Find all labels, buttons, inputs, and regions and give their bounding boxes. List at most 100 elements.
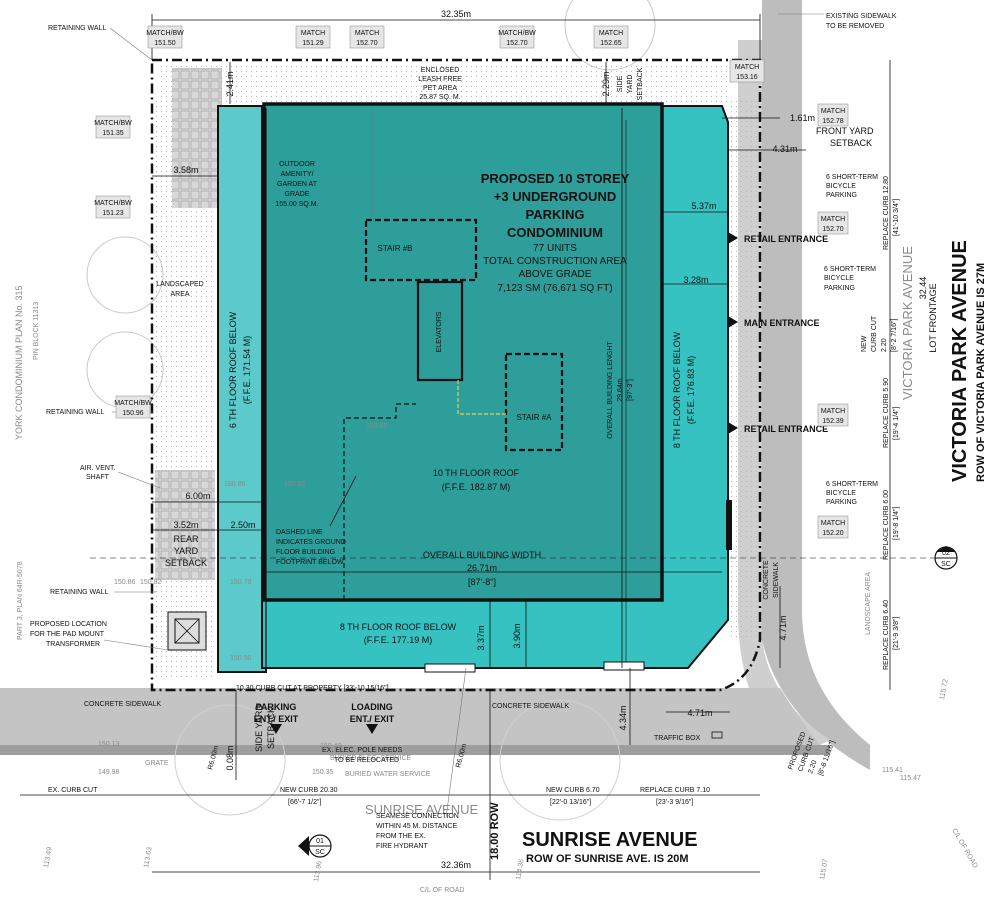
roof-8th-south-1: 8 TH FLOOR ROOF BELOW (340, 622, 457, 632)
bike-2b: BICYCLE (824, 275, 854, 282)
replace-curb-1280: REPLACE CURB 12.80 (883, 176, 890, 250)
prop-curb-3: 2.20 (807, 759, 818, 774)
match-10: MATCH (821, 216, 845, 223)
rear-setback-2: YARD (174, 546, 199, 556)
bike-1c: PARKING (826, 192, 857, 199)
main-entrance: MAIN ENTRANCE (744, 318, 820, 328)
roof-10th-label-1: 10 TH FLOOR ROOF (433, 468, 520, 478)
amenity-2: AMENITY/ (280, 171, 313, 178)
roof-6th-1: 6 TH FLOOR ROOF BELOW (228, 311, 238, 428)
victoria-sidewalk (762, 0, 870, 770)
match-7: MATCH/BW (94, 120, 132, 127)
cl-road-1: C/L OF ROAD (420, 887, 464, 894)
new-curb-670: NEW CURB 6.70 (546, 787, 600, 794)
building-area-3: 7,123 SM (76,671 SQ FT) (497, 283, 612, 294)
replace-curb-710-ft: [23'-3 9/16"] (656, 799, 693, 806)
stair-a (504, 352, 564, 452)
dim-537: 5.37m (691, 201, 716, 211)
match-5-value: 152.65 (600, 40, 622, 47)
replace-curb-1280-ft: [41'-10 3/4"] (893, 199, 900, 236)
elev-19: 115.72 (939, 678, 950, 700)
match-5: MATCH (599, 30, 623, 37)
bike-1a: 6 SHORT-TERM (826, 174, 878, 181)
existing-sidewalk-1: EXISTING SIDEWALK (826, 13, 897, 20)
lot-frontage-2: LOT FRONTAGE (928, 283, 938, 352)
sunrise-road (0, 755, 830, 901)
air-vent-1: AIR. VENT. (80, 465, 115, 472)
lot-frontage-1: 32.44 (918, 277, 928, 300)
traffic-box: TRAFFIC BOX (654, 735, 701, 742)
dim-358: 3.58m (173, 165, 198, 175)
elev-4: 150.86 (114, 579, 136, 586)
air-vent-2: SHAFT (86, 474, 110, 481)
amenity-1: OUTDOOR (279, 161, 315, 168)
new-curb-220-1: NEW (861, 335, 868, 352)
grid-marker-02: 02 (942, 550, 950, 557)
match-13-value: 150.96 (122, 410, 144, 417)
concrete-sidewalk-4: SIDEWALK (773, 562, 780, 598)
length-value: 29.64m (617, 378, 624, 402)
dashed-note-4: FOOTPRINT BELOW (276, 559, 344, 566)
roof-8th-east-1: 8 TH FLOOR ROOF BELOW (672, 331, 682, 448)
replace-curb-590-ft: [19'-4 1/4"] (893, 407, 900, 440)
replace-curb-600: REPLACE CURB 6.00 (883, 490, 890, 560)
landscape-area-label: LANDSCAPE AREA (865, 572, 872, 635)
concrete-sidewalk-2: CONCRETE SIDEWALK (492, 703, 569, 710)
plan-ref-1: YORK CONDOMINIUM PLAN No. 315 (14, 285, 24, 440)
retail-entrance-1: RETAIL ENTRANCE (744, 234, 828, 244)
match-8: MATCH/BW (94, 200, 132, 207)
dim-328: 3.28m (683, 275, 708, 285)
rear-setback-1: REAR (173, 534, 199, 544)
elevators-label: ELEVATORS (436, 311, 443, 352)
paver-area (172, 68, 222, 208)
match-11: MATCH (821, 408, 845, 415)
new-curb-2030-ft: [66'-7 1/2"] (288, 799, 321, 806)
seamese-2: WITHIN 45 M. DISTANCE (376, 823, 457, 830)
dim-431: 4.31m (772, 144, 797, 154)
elev-18: 115.07 (819, 858, 830, 880)
match-2: MATCH (301, 30, 325, 37)
side-yard-setback-2: SETBACK (266, 707, 276, 749)
pole-1: EX. ELEC. POLE NEEDS (322, 747, 402, 754)
dim-top-width: 32.35m (441, 9, 471, 19)
loading-entrance-2: ENT./ EXIT (350, 714, 395, 724)
parking-entrance-2: ENT./ EXIT (254, 714, 299, 724)
side-setback-1: SIDE (617, 76, 624, 93)
side-setback-2: YARD (627, 75, 634, 94)
sunrise-sidewalk (0, 688, 820, 745)
paver-area-2 (155, 470, 215, 580)
dim-161: 1.61m (790, 113, 815, 123)
leash-4: 25.87 SQ. M. (419, 94, 460, 101)
leash-3: PET AREA (423, 85, 457, 92)
seamese-3: FROM THE EX. (376, 833, 426, 840)
front-setback-1: FRONT YARD (816, 126, 874, 136)
bike-2a: 6 SHORT-TERM (824, 266, 876, 273)
elev-8: 150.35 (312, 769, 334, 776)
stair-b-label: STAIR #B (378, 244, 413, 253)
curb-cut-label: 10.30 CURB CUT AT PROPERTY [33'-10 15/16… (236, 685, 389, 692)
dim-471b: 4.71m (687, 708, 712, 718)
elev-16: 115.41 (882, 767, 903, 774)
building-title-1: PROPOSED 10 STOREY (481, 171, 630, 186)
victoria-name: VICTORIA PARK AVENUE (949, 240, 971, 482)
roof-6th-floor (217, 105, 267, 673)
ground-footprint (343, 403, 416, 600)
retaining-wall-2: RETAINING WALL (46, 409, 104, 416)
bike-3c: PARKING (826, 499, 857, 506)
match-6: MATCH (735, 64, 759, 71)
grid-marker-01: 01 (316, 838, 324, 845)
side-yard-setback-1: SIDE YARD (254, 704, 264, 752)
dim-bottom-width: 32.36m (441, 860, 471, 870)
elevator-core (416, 280, 464, 382)
elev-7: 150.40 (320, 743, 342, 750)
street-labels: VICTORIA PARK AVENUE ROW OF VICTORIA PAR… (489, 240, 987, 880)
match-2-value: 151.29 (302, 40, 324, 47)
parking-entrance-1: PARKING (256, 702, 297, 712)
building: PROPOSED 10 STOREY +3 UNDERGROUND PARKIN… (217, 102, 738, 673)
roof-8th-south-2: (F.F.E. 177.19 M) (364, 635, 433, 645)
dim-250: 2.50m (230, 520, 255, 530)
concrete-sidewalk-1: CONCRETE SIDEWALK (84, 701, 161, 708)
rear-setback-3: SETBACK (165, 558, 207, 568)
match-3: MATCH (355, 30, 379, 37)
